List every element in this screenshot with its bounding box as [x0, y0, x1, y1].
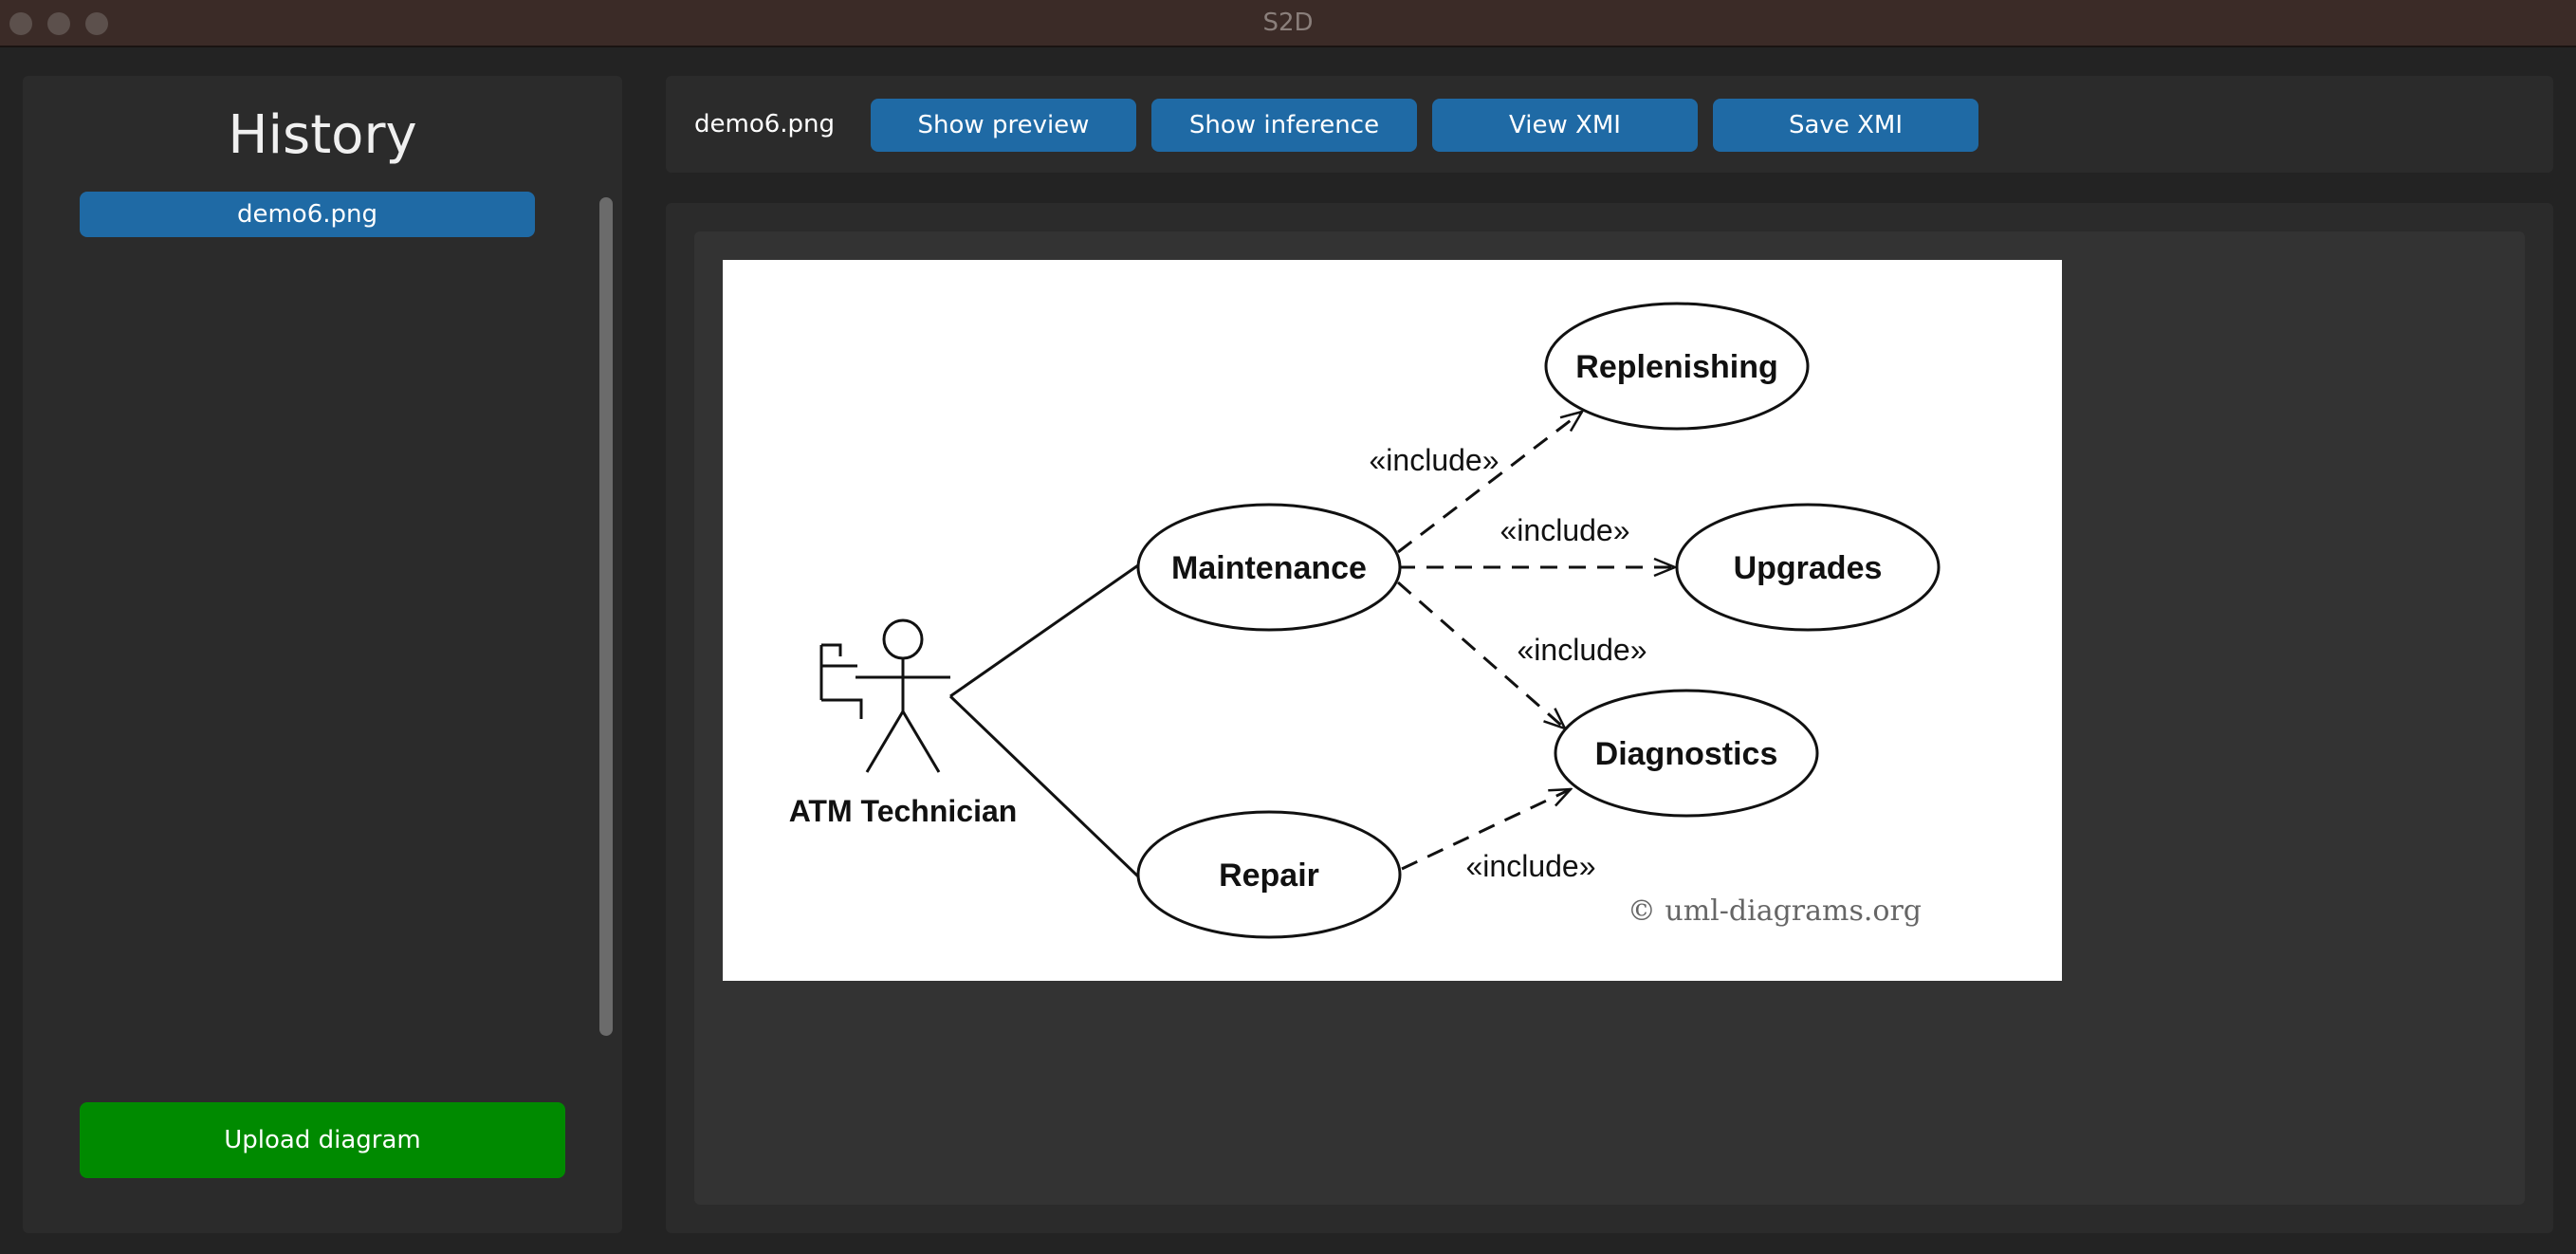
maximize-window-icon[interactable] [85, 12, 108, 35]
show-preview-button[interactable]: Show preview [871, 99, 1136, 152]
use-case-upgrades-label: Upgrades [1734, 550, 1883, 586]
include-label-upgrades: «include» [1500, 513, 1630, 547]
use-case-maintenance: Maintenance [1136, 503, 1402, 632]
use-case-repair-label: Repair [1219, 858, 1319, 894]
history-title: History [228, 104, 417, 166]
preview-area: ATM Technician Replenishing Maintenance … [694, 231, 2525, 1205]
minimize-window-icon[interactable] [47, 12, 70, 35]
current-filename: demo6.png [694, 110, 836, 138]
save-xmi-button[interactable]: Save XMI [1713, 99, 1978, 152]
use-case-diagnostics: Diagnostics [1554, 689, 1819, 818]
actor-label: ATM Technician [789, 794, 1018, 828]
association-line-maintenance [949, 563, 1139, 698]
association-line-repair [948, 694, 1140, 878]
actor-figure [819, 618, 950, 773]
use-case-upgrades: Upgrades [1675, 503, 1941, 632]
history-scrollbar[interactable] [599, 197, 613, 1036]
use-case-diagnostics-label: Diagnostics [1595, 736, 1778, 772]
include-label-diagnostics: «include» [1518, 633, 1647, 667]
watermark: © uml-diagrams.org [1628, 894, 1922, 928]
use-case-replenishing: Replenishing [1544, 302, 1810, 431]
include-arrow-diagnostics [1397, 581, 1565, 728]
preview-panel: ATM Technician Replenishing Maintenance … [666, 203, 2553, 1233]
history-sidebar: History demo6.png Upload diagram [23, 76, 622, 1233]
upload-diagram-button[interactable]: Upload diagram [80, 1102, 565, 1178]
show-inference-button[interactable]: Show inference [1151, 99, 1417, 152]
include-label-replenishing: «include» [1370, 443, 1500, 477]
include-label-repair-diagnostics: «include» [1466, 849, 1596, 883]
diagram-image: ATM Technician Replenishing Maintenance … [723, 260, 2062, 981]
view-xmi-button[interactable]: View XMI [1432, 99, 1698, 152]
window-title: S2D [1262, 9, 1314, 37]
close-window-icon[interactable] [9, 12, 32, 35]
use-case-replenishing-label: Replenishing [1575, 349, 1777, 385]
use-case-maintenance-label: Maintenance [1171, 550, 1367, 586]
include-arrow-replenishing [1397, 412, 1582, 554]
toolbar: demo6.png Show preview Show inference Vi… [666, 76, 2553, 173]
include-arrow-repair-diagnostics [1401, 789, 1571, 871]
use-case-repair: Repair [1136, 810, 1402, 939]
title-bar: S2D [0, 0, 2576, 47]
history-item[interactable]: demo6.png [80, 192, 535, 237]
